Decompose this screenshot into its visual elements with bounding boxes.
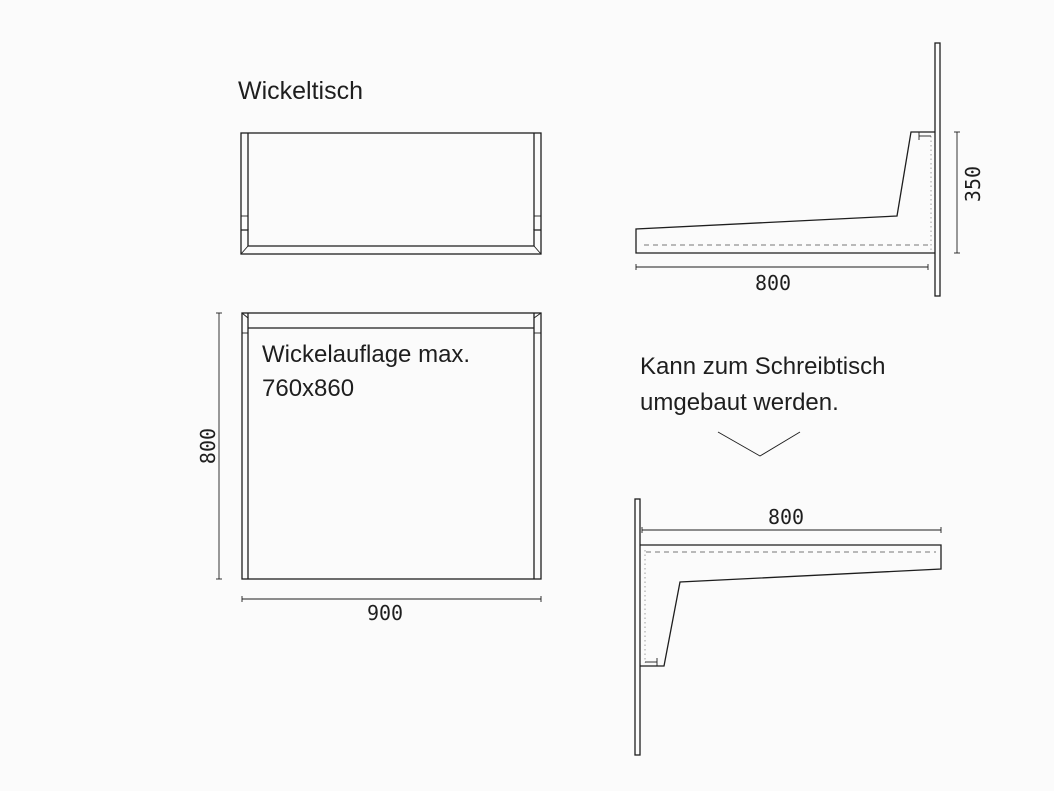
dimension-label-side-height: 350 bbox=[961, 166, 985, 202]
conversion-note-line2: umgebaut werden. bbox=[640, 389, 839, 416]
front-view-outline bbox=[240, 132, 542, 255]
chevron-down-icon bbox=[717, 431, 801, 457]
wall-left bbox=[634, 498, 641, 756]
top-view: Wickelauflage max. 760x860 800 900 bbox=[196, 312, 542, 625]
top-view-outline bbox=[241, 312, 542, 580]
wall-right bbox=[934, 42, 941, 297]
dimension-label-desk-length: 800 bbox=[768, 505, 804, 529]
front-tray-edge bbox=[241, 229, 541, 247]
side-profile-desk bbox=[640, 544, 942, 667]
side-view-desk: 800 bbox=[634, 498, 942, 756]
dimension-label-side-length: 800 bbox=[755, 271, 791, 295]
side-profile-changing bbox=[635, 131, 935, 254]
conversion-note-line1: Kann zum Schreibtisch bbox=[640, 353, 885, 380]
pad-label-line1: Wickelauflage max. bbox=[262, 341, 470, 368]
dimension-label-width: 900 bbox=[367, 601, 403, 625]
dimension-label-height: 800 bbox=[196, 428, 220, 464]
front-view bbox=[240, 132, 542, 255]
pad-label-line2: 760x860 bbox=[262, 375, 354, 402]
drawing-title: Wickeltisch bbox=[238, 77, 363, 105]
side-view-changing-table: 800 350 bbox=[635, 42, 985, 297]
